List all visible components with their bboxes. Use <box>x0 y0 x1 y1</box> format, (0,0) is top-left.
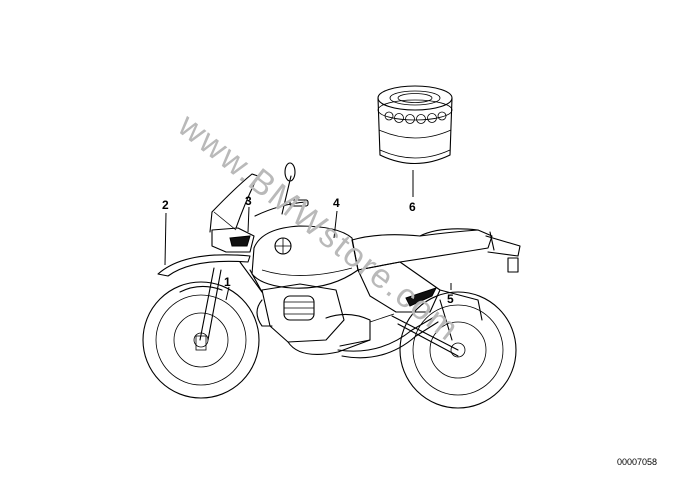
tape-roll-holes <box>384 111 447 124</box>
callout-4: 4 <box>333 196 340 210</box>
callout-2: 2 <box>162 198 169 212</box>
engine <box>256 283 395 355</box>
watermark: www.BMWstore.com <box>170 106 467 349</box>
callout-6: 6 <box>409 200 416 214</box>
leader-lines <box>164 170 452 301</box>
callout-5: 5 <box>447 292 454 306</box>
front-wheel <box>142 281 260 399</box>
callout-3: 3 <box>245 194 252 208</box>
callouts: 1 2 3 4 5 6 <box>162 194 454 306</box>
reference-number: 00007058 <box>617 457 657 467</box>
rear-wheel <box>399 291 517 409</box>
tape-roll-illustration <box>377 85 453 164</box>
callout-1: 1 <box>224 275 231 289</box>
motorcycle-illustration <box>142 162 521 409</box>
